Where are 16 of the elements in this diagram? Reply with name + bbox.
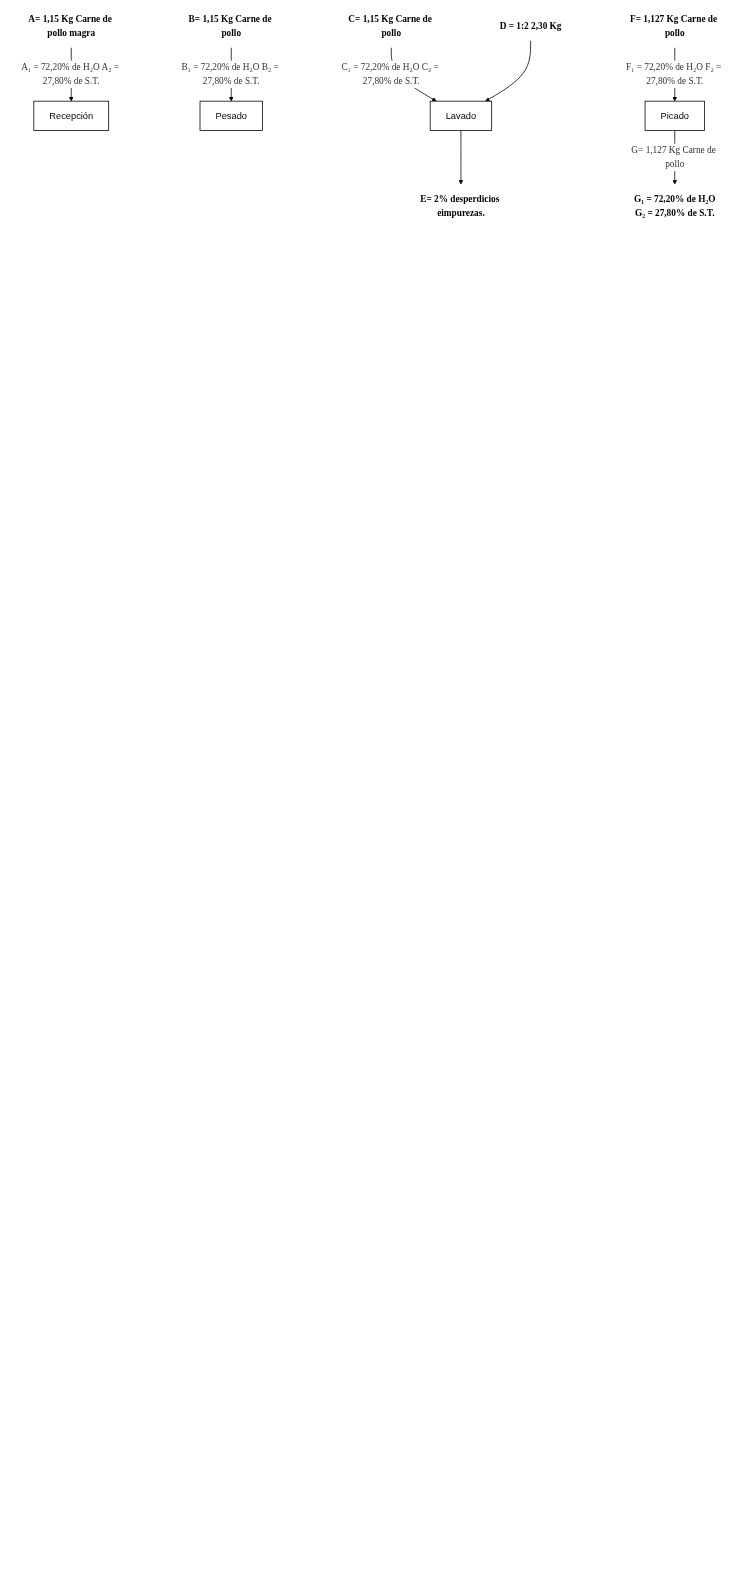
node-box: Picado	[644, 100, 705, 131]
node-text: E= 2% desperdicios eimpurezas.	[420, 193, 500, 218]
edge-label: B₁ = 72,20% de H₂O B₂ = 27,80% de S.T.	[181, 61, 279, 87]
edge-label: A₁ = 72,20% de H₂O A₂ = 27,80% de S.T.	[21, 61, 120, 87]
node-text: C= 1,15 Kg Carne de pollo	[348, 13, 432, 38]
node-box: Recepción	[33, 100, 110, 131]
node-text: D = 1:2 2,30 Kg	[499, 20, 562, 31]
edge-label: F₁ = 72,20% de H₂O F₂ = 27,80% de S.T.	[625, 61, 722, 87]
edge-label: G= 1,127 Kg Carne de pollo	[631, 145, 716, 170]
node-box: Pesado	[199, 100, 263, 131]
node-box: Lavado	[429, 100, 493, 131]
node-text: B= 1,15 Kg Carne de pollo	[188, 13, 272, 38]
node-text: F= 1,127 Kg Carne de pollo	[630, 13, 718, 38]
node-text: A= 1,15 Kg Carne de pollo magra	[28, 13, 112, 38]
node-text: G₁ = 72,20% de H₂O G₂ = 27,80% de S.T.	[634, 193, 716, 218]
edge-label: C₁ = 72,20% de H₂O C₂ = 27,80% de S.T.	[341, 61, 439, 87]
